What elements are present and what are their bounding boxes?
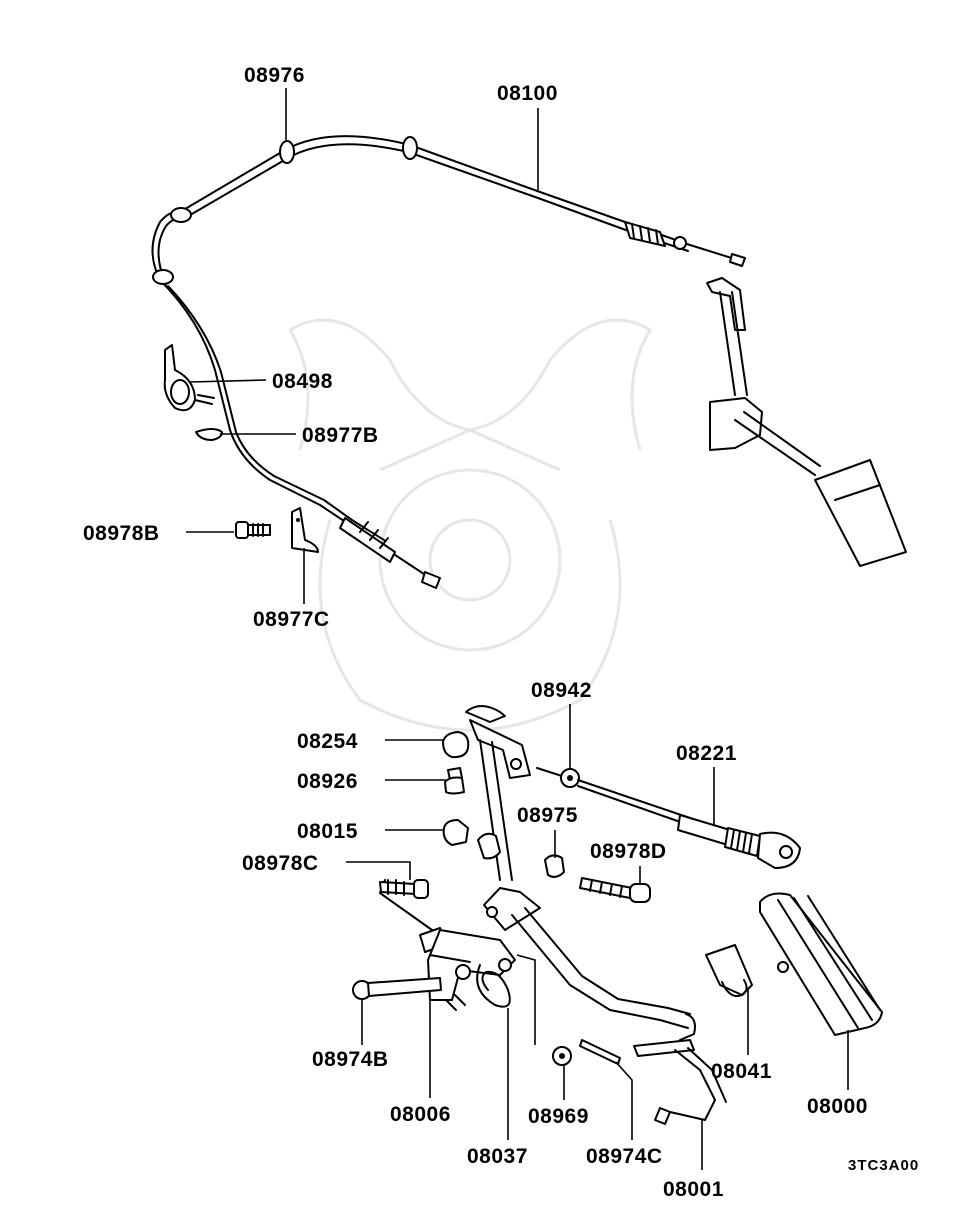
bolt-08978B — [235, 521, 271, 539]
clamp-08498 — [163, 344, 215, 412]
part-label-08498[interactable]: 08498 — [272, 370, 333, 393]
part-label-08001[interactable]: 08001 — [663, 1178, 724, 1201]
part-label-08977B[interactable]: 08977B — [302, 424, 379, 447]
part-label-08974B[interactable]: 08974B — [312, 1048, 389, 1071]
part-labels: 08976 08100 08498 08977B 08978B 08977C 0… — [83, 64, 919, 1201]
part-label-08975[interactable]: 08975 — [517, 804, 578, 827]
part-label-08978B[interactable]: 08978B — [83, 522, 160, 545]
part-label-08942[interactable]: 08942 — [531, 679, 592, 702]
part-label-08037[interactable]: 08037 — [467, 1145, 528, 1168]
part-label-08978D[interactable]: 08978D — [590, 840, 667, 863]
leader-lines — [186, 88, 849, 1170]
part-label-08974C[interactable]: 08974C — [586, 1145, 663, 1168]
part-label-08976[interactable]: 08976 — [244, 64, 305, 87]
part-label-08100[interactable]: 08100 — [497, 82, 558, 105]
part-label-08221[interactable]: 08221 — [676, 742, 737, 765]
clip-08977B — [195, 428, 223, 441]
part-label-08006[interactable]: 08006 — [390, 1103, 451, 1126]
part-label-08926[interactable]: 08926 — [297, 770, 358, 793]
part-label-08041[interactable]: 08041 — [711, 1060, 772, 1083]
watermark-emblem — [288, 318, 653, 732]
part-label-08977C[interactable]: 08977C — [253, 608, 330, 631]
part-label-08969[interactable]: 08969 — [528, 1105, 589, 1128]
throttle-cable-08100 — [151, 135, 746, 589]
part-label-08978C[interactable]: 08978C — [242, 852, 319, 875]
part-label-08000[interactable]: 08000 — [807, 1095, 868, 1118]
part-label-08254[interactable]: 08254 — [297, 730, 358, 753]
part-label-08015[interactable]: 08015 — [297, 820, 358, 843]
upper-pedal-assembly — [706, 277, 907, 567]
bracket-08977C — [291, 507, 319, 553]
diagram-code: 3TC3A00 — [848, 1157, 919, 1174]
lower-pedal-assembly — [352, 705, 883, 1125]
